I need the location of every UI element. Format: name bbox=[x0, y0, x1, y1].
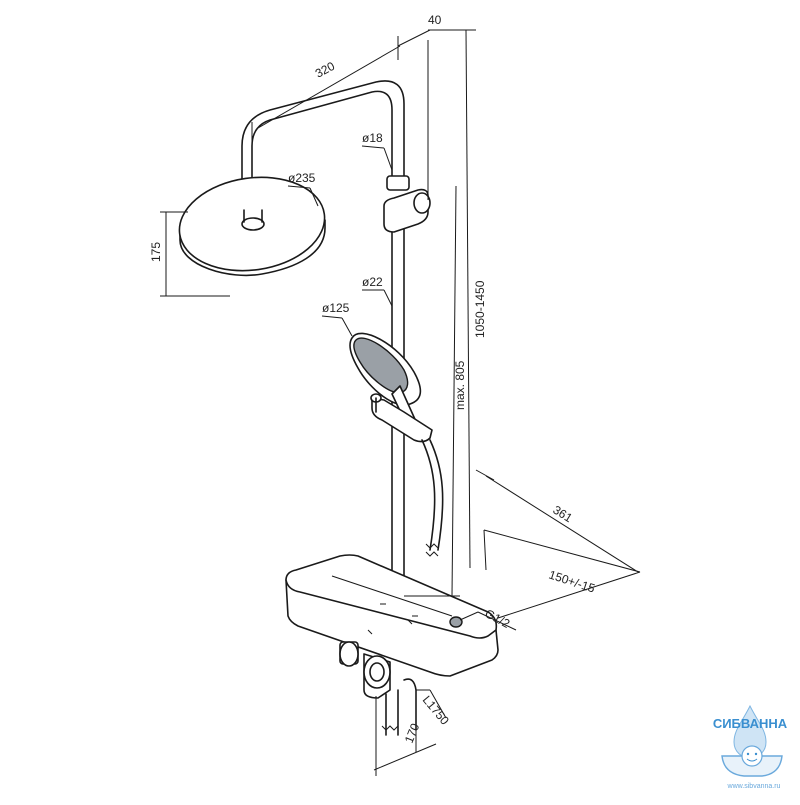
label-max-805: max. 805 bbox=[453, 360, 467, 410]
label-150: 150+/-15 bbox=[547, 568, 597, 596]
mascot-face-icon bbox=[741, 745, 763, 767]
rain-shower-head bbox=[178, 176, 326, 277]
pipe-clamp bbox=[383, 175, 431, 233]
mixer-knobs bbox=[339, 641, 391, 699]
supply-pipes bbox=[381, 616, 463, 736]
brand-watermark: СИБВАННА www.sibvanna.ru bbox=[700, 704, 800, 794]
label-175: 175 bbox=[149, 242, 163, 262]
label-1050-1450: 1050-1450 bbox=[473, 280, 487, 338]
dimension-lines bbox=[160, 29, 641, 776]
shower-hose bbox=[421, 439, 444, 557]
label-170: 170 bbox=[402, 721, 423, 745]
label-18: ø18 bbox=[362, 131, 383, 145]
overhead-arm bbox=[241, 80, 405, 215]
label-22: ø22 bbox=[362, 275, 383, 289]
brand-name: СИБВАННА bbox=[713, 716, 788, 731]
shelf-mixer bbox=[285, 554, 499, 677]
hand-shower-holder bbox=[370, 393, 433, 443]
label-235: ø235 bbox=[288, 171, 316, 185]
brand-logo: СИБВАННА www.sibvanna.ru bbox=[713, 704, 788, 790]
label-125: ø125 bbox=[322, 301, 350, 315]
label-40: 40 bbox=[428, 13, 442, 27]
brand-url: www.sibvanna.ru bbox=[727, 783, 781, 790]
label-320: 320 bbox=[313, 59, 338, 81]
label-l1750: L1750 bbox=[420, 693, 452, 728]
label-361: 361 bbox=[550, 503, 575, 526]
